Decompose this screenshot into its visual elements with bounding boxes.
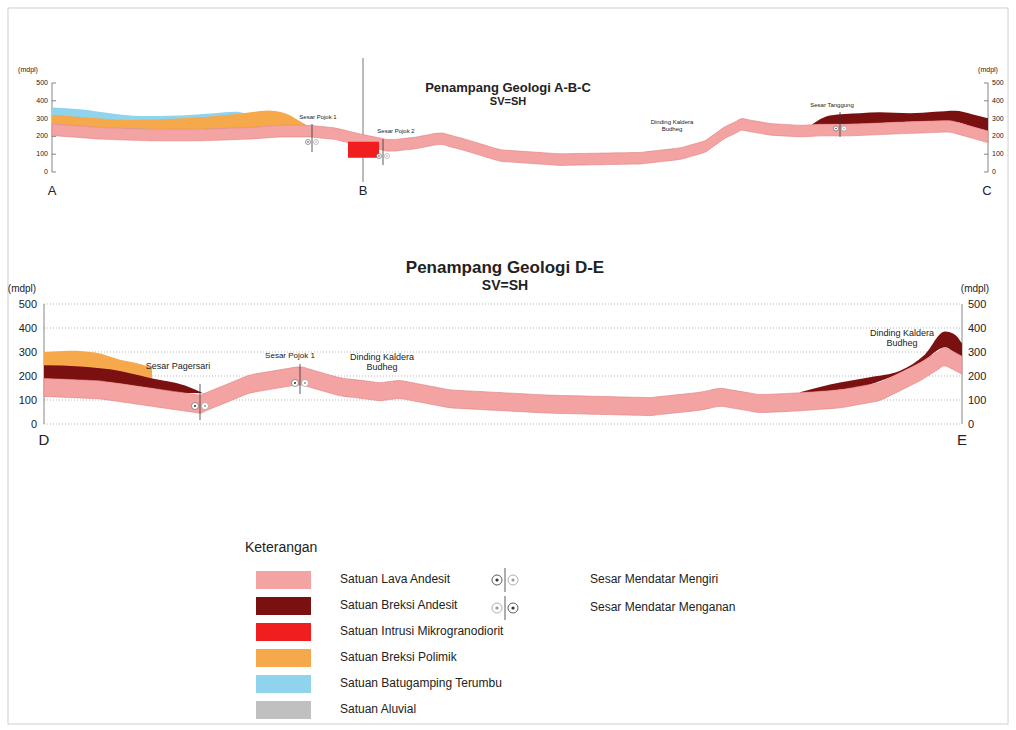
feature-label: Dinding Kaldera Budheg [650,119,694,132]
feature-label: Sesar Pojok 1 [265,352,315,361]
section-title: Penampang Geologi A-B-C [425,81,591,95]
axis-label: (mdpl) [978,66,998,74]
legend-swatch [256,597,311,615]
section-point: D [39,432,50,449]
axis-tick [52,172,56,173]
axis-tick [52,83,56,84]
feature-label: Dinding Kaldera Budheg [862,329,942,349]
feature-label: Sesar Pojok 2 [377,128,414,135]
scale-note: SV=SH [490,95,526,107]
axis-label: 200 [968,370,986,382]
scale-note: SV=SH [482,278,528,293]
axis-tick [984,172,988,173]
axis-label: 100 [992,150,1004,158]
axis-label: 200 [992,133,1004,141]
axis-label: 300 [992,115,1004,123]
legend-swatch [256,675,311,693]
axis-label: 0 [968,418,974,430]
feature-label: Sesar Pojok 1 [299,114,336,121]
axis-label: 500 [992,79,1004,87]
axis-label: 0 [44,168,48,176]
axis-tick [52,154,56,155]
axis-label: 400 [19,322,37,334]
feature-label: Dinding Kaldera Budheg [342,353,422,373]
axis-label: 300 [36,115,48,123]
fault-symbol [377,139,390,165]
andesite-lava-unit [52,119,988,166]
section-point: E [957,432,967,449]
legend-heading: Keterangan [245,540,317,555]
andesite-lava-unit [44,348,962,416]
legend-fault-symbol [492,568,518,592]
legend-text: Satuan Batugamping Terumbu [340,677,502,690]
legend-swatch [256,623,311,641]
axis-label: 0 [992,168,996,176]
axis-label: 200 [19,370,37,382]
axis-label: 400 [992,97,1004,105]
axis-label: 300 [968,346,986,358]
grid-line [44,376,962,377]
section-title: Penampang Geologi D-E [406,259,604,278]
legend-text: Satuan Aluvial [340,703,416,716]
axis-label: (mdpl) [961,283,989,294]
grid-line [44,352,962,353]
section-bend-line [363,58,364,182]
microgranodiorite-intrusion [348,142,379,158]
legend-text: Sesar Mendatar Menganan [590,601,735,614]
feature-label: Sesar Tanggung [810,102,854,109]
axis-label: 500 [36,79,48,87]
grid-line [44,424,962,425]
axis-label: 500 [19,298,37,310]
axis-tick [984,100,988,101]
legend-text: Satuan Intrusi Mikrogranodiorit [340,625,503,638]
grid-line [44,328,962,329]
axis-label: 100 [36,150,48,158]
legend-text: Sesar Mendatar Mengiri [590,573,718,586]
fault-symbol [834,112,847,137]
axis-label: 400 [968,322,986,334]
fault-symbol [306,124,319,152]
axis-tick [984,154,988,155]
axis-label: 400 [36,97,48,105]
fault-symbol [292,364,309,394]
axis-label: 100 [968,394,986,406]
legend-text: Satuan Lava Andesit [340,573,450,586]
axis-label: 100 [19,394,37,406]
axis-label: 300 [19,346,37,358]
frame [8,8,1008,724]
grid-line [44,304,962,305]
fault-symbol [192,384,209,420]
feature-label: Sesar Pagersari [146,362,211,372]
legend-swatch [256,649,311,667]
section-point: C [982,184,991,198]
legend-swatch [256,571,311,589]
axis-tick [52,100,56,101]
legend-text: Satuan Breksi Polimik [340,651,457,664]
axis-label: 200 [36,133,48,141]
axis-label: 0 [31,418,37,430]
section-point: B [359,184,368,198]
axis-label: (mdpl) [8,283,36,294]
legend-text: Satuan Breksi Andesit [340,599,457,612]
legend-swatch [256,701,311,719]
section-point: A [48,184,57,198]
axis-label: 500 [968,298,986,310]
axis-label: (mdpl) [18,66,38,74]
legend-fault-symbol [492,596,518,620]
axis-tick [984,83,988,84]
